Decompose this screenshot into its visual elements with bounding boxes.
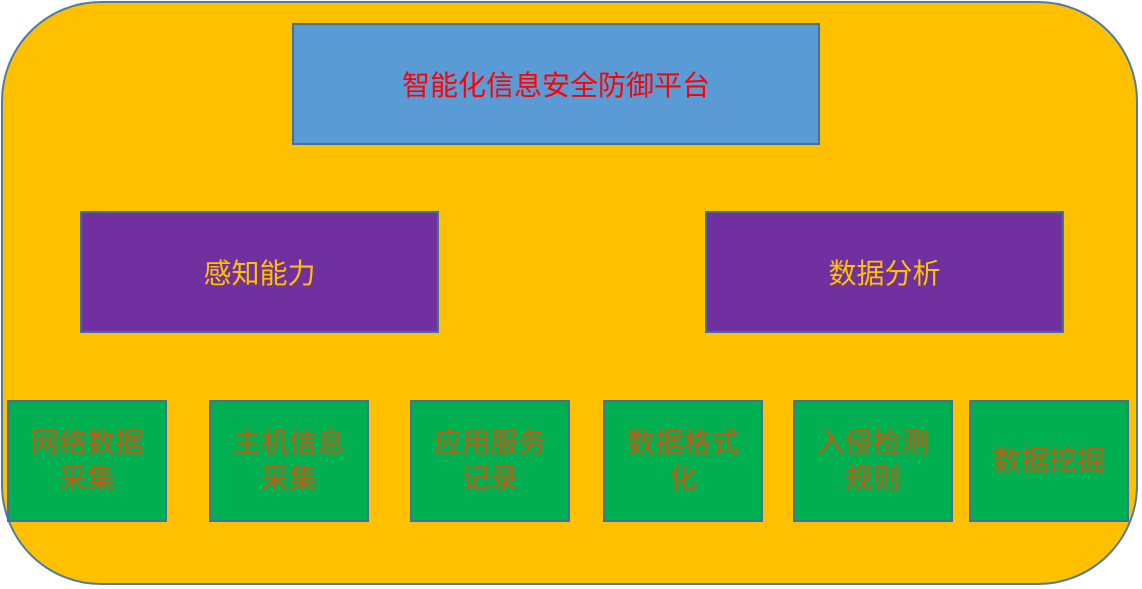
leaf-node-app-service-logging: 应用服务记录 (410, 400, 570, 522)
leaf-node-label: 网络数据采集 (30, 426, 143, 495)
leaf-node-label: 入侵检测规则 (816, 426, 929, 495)
leaf-node-data-formatting: 数据格式化 (603, 400, 763, 522)
leaf-node-network-data-collection: 网络数据采集 (7, 400, 167, 522)
category-node-label: 感知能力 (203, 257, 316, 290)
leaf-node-label: 数据挖掘 (992, 444, 1105, 477)
leaf-node-data-mining: 数据挖掘 (969, 400, 1129, 522)
leaf-node-intrusion-detection-rules: 入侵检测规则 (793, 400, 953, 522)
leaf-node-host-info-collection: 主机信息采集 (209, 400, 369, 522)
category-node-data-analysis: 数据分析 (705, 211, 1064, 333)
root-node-platform: 智能化信息安全防御平台 (292, 23, 820, 145)
category-node-perception: 感知能力 (80, 211, 439, 333)
category-node-label: 数据分析 (828, 257, 941, 290)
leaf-node-label: 应用服务记录 (433, 426, 546, 495)
leaf-node-label: 主机信息采集 (232, 426, 345, 495)
leaf-node-label: 数据格式化 (626, 426, 739, 495)
root-node-label: 智能化信息安全防御平台 (401, 69, 710, 102)
